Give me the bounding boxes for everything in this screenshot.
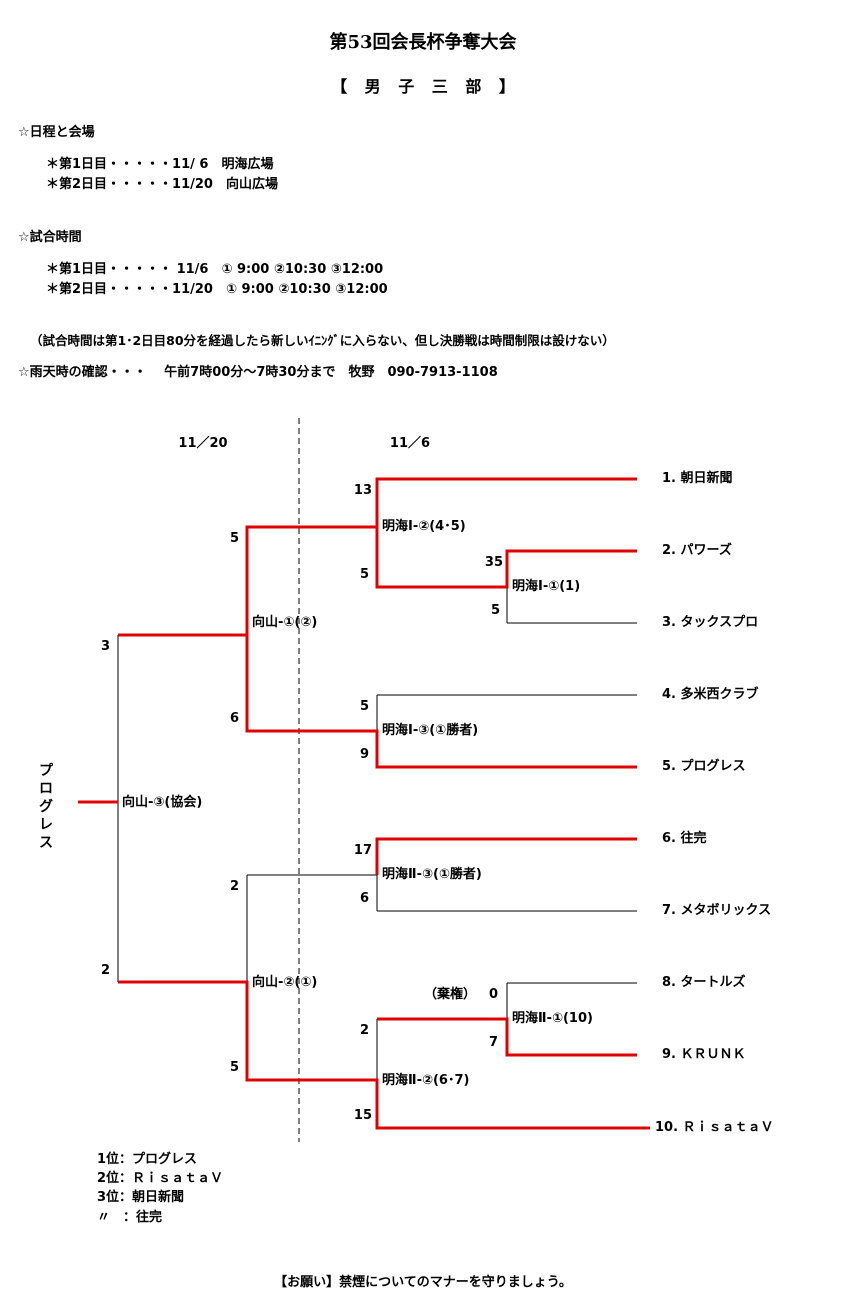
team-9: 9. ＫＲＵＮＫ xyxy=(662,1047,746,1062)
winner-path xyxy=(375,477,637,589)
result-line: 3位：朝日新聞 xyxy=(97,1190,185,1205)
times-heading: ☆試合時間 xyxy=(18,230,82,245)
match-label: 明海Ⅱ-①(10) xyxy=(512,1011,593,1026)
date-day1: 11／6 xyxy=(389,436,431,451)
score: 5 xyxy=(359,567,369,582)
page-title: 第53回会長杯争奪大会 xyxy=(329,32,517,53)
division-subtitle: 【 男 子 三 部 】 xyxy=(331,77,521,96)
result-line: 2位：ＲｉｓａｔａＶ xyxy=(97,1171,224,1186)
score: 5 xyxy=(359,699,369,714)
score: 15 xyxy=(353,1108,372,1123)
score: 5 xyxy=(229,1060,239,1075)
team-5: 5. プログレス xyxy=(662,759,746,774)
match-label: 明海Ⅰ-②(4･5) xyxy=(382,519,466,534)
times-line: ＊第1日目・・・・・ 11/6 ① 9:00 ②10:30 ③12:00 xyxy=(46,262,384,277)
match-label: 明海Ⅰ-③(①勝者) xyxy=(382,723,479,738)
team-4: 4. 多米西クラブ xyxy=(662,687,759,702)
schedule-line: ＊第2日目・・・・・11/20 向山広場 xyxy=(46,177,278,192)
match-label: 明海Ⅱ-③(①勝者) xyxy=(382,867,482,882)
score: 7 xyxy=(488,1035,498,1050)
score: 6 xyxy=(359,891,369,906)
winner-path xyxy=(377,1017,637,1057)
team-1: 1. 朝日新聞 xyxy=(662,471,733,486)
score: 35 xyxy=(484,555,503,570)
team-8: 8. タートルズ xyxy=(662,975,746,990)
score: 13 xyxy=(353,483,372,498)
team-6: 6. 往完 xyxy=(662,831,707,846)
match-label: 向山-①(②) xyxy=(252,615,318,630)
team-2: 2. パワーズ xyxy=(662,543,732,558)
score: 9 xyxy=(359,747,369,762)
score: 2 xyxy=(100,963,110,978)
match-label: 明海Ⅱ-②(6･7) xyxy=(382,1073,470,1088)
schedule-heading: ☆日程と会場 xyxy=(18,125,95,140)
rain-contact: ☆雨天時の確認・・・ 午前7時00分～7時30分まで 牧野 090-7913-1… xyxy=(18,365,498,380)
result-line: 1位：プログレス xyxy=(97,1152,198,1167)
match-label: 明海Ⅰ-①(1) xyxy=(512,579,581,594)
match-label: 向山-②(①) xyxy=(252,975,318,990)
score: 2 xyxy=(229,879,239,894)
date-day2: 11／20 xyxy=(178,436,228,451)
score: 5 xyxy=(490,603,500,618)
score: 2 xyxy=(359,1023,369,1038)
team-3: 3. タックスプロ xyxy=(662,615,759,630)
times-line: ＊第2日目・・・・・11/20 ① 9:00 ②10:30 ③12:00 xyxy=(46,282,388,297)
winner-path xyxy=(245,525,637,769)
score: 0 xyxy=(488,987,498,1002)
score: 6 xyxy=(229,711,239,726)
final-label: 向山-③(協会) xyxy=(122,795,203,810)
team-10: 10. ＲｉｓａｔａＶ xyxy=(655,1120,774,1135)
forfeit-note: （棄権） xyxy=(424,987,477,1002)
score: 5 xyxy=(229,531,239,546)
score: 17 xyxy=(353,843,372,858)
times-note: （試合時間は第1･2日目80分を経過したら新しいｲﾆﾝｸﾞに入らない、但し決勝戦… xyxy=(30,333,615,348)
score: 3 xyxy=(100,639,110,654)
champion-name: プログレス xyxy=(39,763,53,851)
winner-path xyxy=(375,837,637,875)
footer-note: 【お願い】禁煙についてのマナーを守りましょう。 xyxy=(274,1275,572,1290)
team-7: 7. メタボリックス xyxy=(662,903,772,918)
result-line: 〃 ：往完 xyxy=(97,1210,163,1225)
schedule-line: ＊第1日目・・・・・11/ 6 明海広場 xyxy=(46,157,274,172)
winner-path xyxy=(118,980,650,1130)
